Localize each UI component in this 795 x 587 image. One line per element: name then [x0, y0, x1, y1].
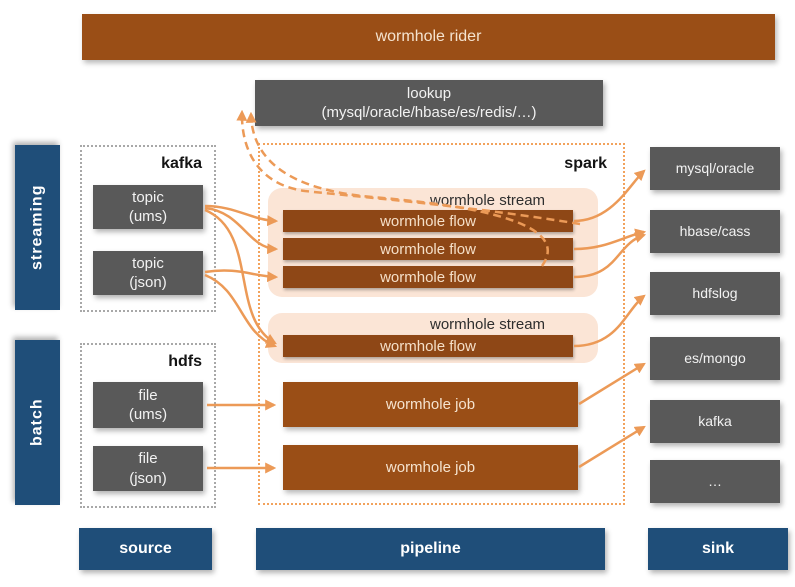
- footer-pipeline: pipeline: [256, 528, 605, 570]
- lookup-systems: (mysql/oracle/hbase/es/redis/…): [321, 104, 537, 121]
- lane-batch: batch: [15, 340, 60, 505]
- sink-es-mongo-label: es/mongo: [684, 350, 746, 367]
- sink-kafka: kafka: [650, 400, 780, 443]
- topic-json-box: topic (json): [93, 251, 203, 295]
- lane-batch-label: batch: [28, 398, 46, 447]
- wormhole-rider-banner: wormhole rider: [82, 14, 775, 60]
- sink-hdfslog: hdfslog: [650, 272, 780, 315]
- file-json-box: file (json): [93, 446, 203, 491]
- wormhole-job-1-label: wormhole job: [385, 396, 476, 413]
- wormhole-job-2: wormhole job: [283, 445, 578, 490]
- sink-ellipsis: …: [650, 460, 780, 503]
- topic-ums-line1: topic: [132, 188, 164, 206]
- wormhole-stream-1-label: wormhole stream: [430, 192, 546, 209]
- footer-pipeline-label: pipeline: [400, 540, 461, 557]
- wormhole-job-2-label: wormhole job: [385, 459, 476, 476]
- wormhole-flow-3: wormhole flow: [283, 266, 573, 288]
- sink-kafka-label: kafka: [698, 413, 732, 430]
- file-json-line1: file: [138, 450, 158, 467]
- sink-hbase-cass: hbase/cass: [650, 210, 780, 253]
- sink-hdfslog-label: hdfslog: [692, 285, 738, 302]
- footer-source-label: source: [119, 540, 172, 557]
- wormhole-flow-1: wormhole flow: [283, 210, 573, 232]
- hdfs-group-label: hdfs: [168, 353, 202, 370]
- wormhole-rider-label: wormhole rider: [375, 28, 482, 45]
- lane-streaming-label: streaming: [28, 184, 46, 271]
- wormhole-flow-4-label: wormhole flow: [380, 337, 476, 355]
- topic-ums-line2: (ums): [128, 208, 168, 225]
- sink-mysql-oracle-label: mysql/oracle: [675, 160, 755, 177]
- topic-json-line1: topic: [132, 254, 164, 272]
- sink-hbase-cass-label: hbase/cass: [679, 223, 751, 240]
- footer-sink: sink: [648, 528, 788, 570]
- hdfs-group-box: hdfs: [80, 343, 216, 508]
- lookup-title: lookup: [406, 84, 452, 102]
- wormhole-flow-3-label: wormhole flow: [380, 268, 476, 286]
- file-ums-line1: file: [138, 386, 158, 404]
- sink-es-mongo: es/mongo: [650, 337, 780, 380]
- file-json-line2: (json): [129, 469, 167, 487]
- sink-ellipsis-label: …: [708, 473, 722, 490]
- wormhole-stream-2-label: wormhole stream: [430, 316, 546, 333]
- lane-streaming: streaming: [15, 145, 60, 310]
- kafka-group-label: kafka: [161, 155, 202, 172]
- wormhole-flow-1-label: wormhole flow: [380, 212, 476, 230]
- wormhole-flow-4: wormhole flow: [283, 335, 573, 357]
- file-ums-box: file (ums): [93, 382, 203, 428]
- file-ums-line2: (ums): [128, 406, 168, 423]
- topic-json-line2: (json): [129, 274, 167, 291]
- wormhole-flow-2: wormhole flow: [283, 238, 573, 260]
- wormhole-flow-2-label: wormhole flow: [380, 240, 476, 258]
- wormhole-job-1: wormhole job: [283, 382, 578, 427]
- footer-source: source: [79, 528, 212, 570]
- topic-ums-box: topic (ums): [93, 185, 203, 229]
- spark-group-label: spark: [564, 155, 607, 172]
- lookup-box: lookup (mysql/oracle/hbase/es/redis/…): [255, 80, 603, 126]
- sink-mysql-oracle: mysql/oracle: [650, 147, 780, 190]
- footer-sink-label: sink: [701, 540, 734, 557]
